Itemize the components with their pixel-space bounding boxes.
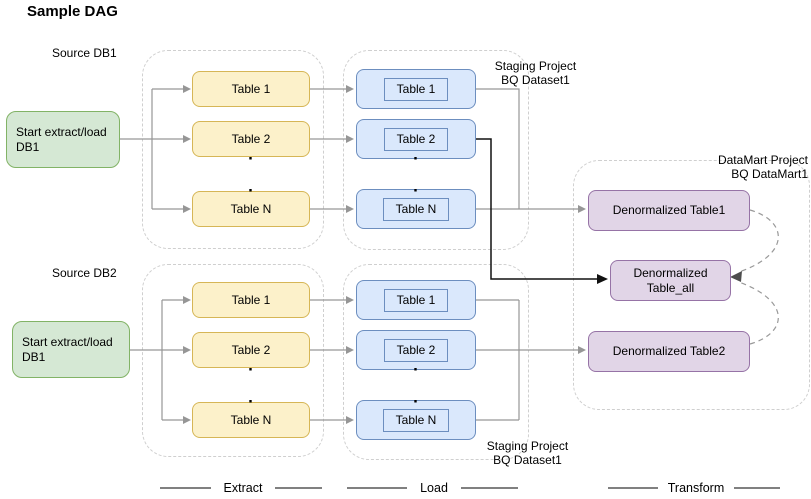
- staging-caption-top-line1: Staging Project: [494, 59, 577, 73]
- node-denormalized-table2: Denormalized Table2: [588, 331, 750, 372]
- node-start-db1: Start extract/load DB1: [6, 111, 120, 168]
- dot: ·: [413, 392, 419, 411]
- wires-extract1-to-load1: [310, 88, 346, 210]
- ellipsis-extract2: · ·: [243, 360, 259, 411]
- load-container-db1: [343, 50, 529, 250]
- load-container-db2: [343, 264, 529, 460]
- node-load1-table1: Table 1: [356, 69, 476, 109]
- ellipsis-load2: · ·: [408, 360, 424, 411]
- extract-container-db1: [142, 50, 324, 249]
- stage-label-load: Load: [407, 481, 461, 495]
- dot: ·: [248, 360, 254, 379]
- denorm-table-all-line2: Table_all: [646, 280, 695, 295]
- staging-caption-top-line2: BQ Dataset1: [501, 73, 570, 87]
- dot: ·: [248, 149, 254, 168]
- node-extract2-tableN: Table N: [192, 402, 310, 438]
- page-title: Sample DAG: [27, 3, 118, 20]
- arrowheads-extract1-to-load1: [346, 85, 354, 213]
- wires-load2-to-denorm2: [476, 299, 578, 421]
- node-extract1-tableN: Table N: [192, 191, 310, 227]
- node-load1-tableN: Table N: [356, 189, 476, 229]
- dot: ·: [248, 392, 254, 411]
- node-load2-table1: Table 1: [356, 280, 476, 320]
- dot: ·: [248, 181, 254, 200]
- node-extract2-table2: Table 2: [192, 332, 310, 368]
- dot: ·: [413, 149, 419, 168]
- staging-caption-bottom-line1: Staging Project: [486, 439, 569, 453]
- dashed-dependency-arcs: [738, 209, 779, 345]
- arrowhead-dashed-table-all: [730, 271, 742, 282]
- arrowhead-denorm-table2: [578, 346, 586, 354]
- ellipsis-extract1: · ·: [243, 149, 259, 200]
- start-db2-line2: DB1: [22, 349, 46, 364]
- start-db1-line1: Start extract/load: [16, 124, 107, 139]
- staging-caption-bottom: Staging Project BQ Dataset1: [470, 439, 585, 467]
- wires-extract2-to-load2: [310, 299, 346, 421]
- datamart-caption-line1: DataMart Project: [717, 153, 808, 167]
- source-db2-label: Source DB2: [52, 266, 117, 280]
- load1-table2-inner: Table 2: [383, 127, 449, 151]
- source-db1-label: Source DB1: [52, 46, 117, 60]
- arrowheads-start-db1: [183, 85, 191, 213]
- datamart-caption: DataMart Project BQ DataMart1: [688, 153, 808, 181]
- arrowhead-denorm-table1: [578, 205, 586, 213]
- node-extract2-table1: Table 1: [192, 282, 310, 318]
- datamart-container: [573, 160, 810, 410]
- dot: ·: [413, 181, 419, 200]
- load1-tableN-inner: Table N: [382, 197, 450, 221]
- node-denormalized-table1: Denormalized Table1: [588, 190, 750, 231]
- arrowheads-start-db2: [183, 296, 191, 424]
- stage-label-extract: Extract: [211, 481, 275, 495]
- wire-load1-table2-to-table-all: [476, 138, 597, 280]
- load1-table1-inner: Table 1: [383, 77, 449, 101]
- dot: ·: [413, 360, 419, 379]
- ellipsis-load1: · ·: [408, 149, 424, 200]
- wires-load1-to-denorm1: [476, 88, 578, 210]
- node-extract1-table1: Table 1: [192, 71, 310, 107]
- node-start-db2: Start extract/load DB1: [12, 321, 130, 378]
- wires-start-db1: [120, 88, 183, 210]
- datamart-caption-line2: BQ DataMart1: [731, 167, 808, 181]
- extract-container-db2: [142, 264, 324, 457]
- node-extract1-table2: Table 2: [192, 121, 310, 157]
- load2-tableN-inner: Table N: [382, 408, 450, 432]
- node-load1-table2: Table 2: [356, 119, 476, 159]
- arrowheads-extract2-to-load2: [346, 296, 354, 424]
- staging-caption-top: Staging Project BQ Dataset1: [478, 59, 593, 87]
- denorm-table-all-line1: Denormalized: [633, 265, 708, 280]
- stage-label-transform: Transform: [658, 481, 734, 495]
- load2-table1-inner: Table 1: [383, 288, 449, 312]
- node-load2-table2: Table 2: [356, 330, 476, 370]
- node-load2-tableN: Table N: [356, 400, 476, 440]
- staging-caption-bottom-line2: BQ Dataset1: [493, 453, 562, 467]
- start-db1-line2: DB1: [16, 139, 40, 154]
- load2-table2-inner: Table 2: [383, 338, 449, 362]
- node-denormalized-table-all: Denormalized Table_all: [610, 260, 731, 301]
- start-db2-line1: Start extract/load: [22, 334, 113, 349]
- arrowhead-table-all: [597, 274, 608, 284]
- wires-start-db2: [130, 299, 183, 421]
